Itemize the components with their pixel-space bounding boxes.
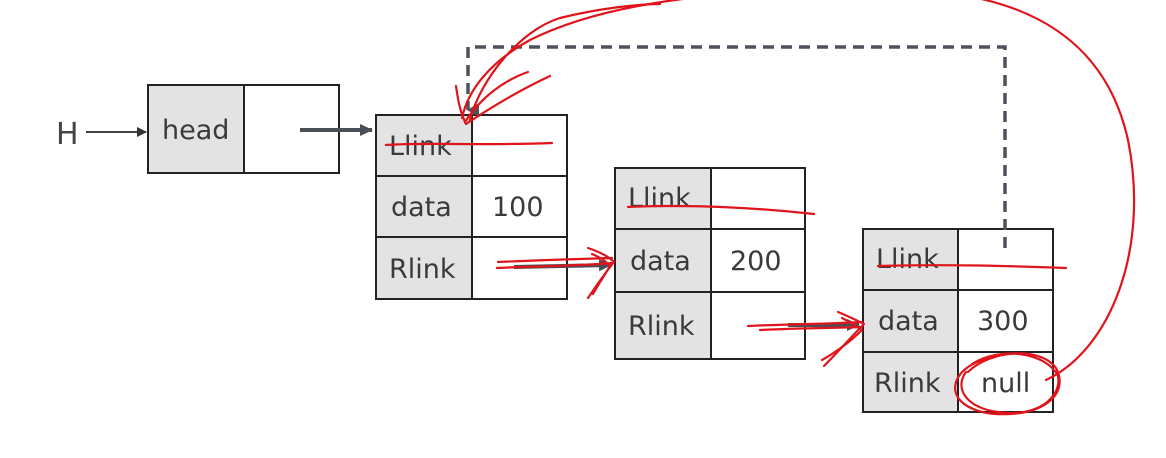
ink-loop-head-2 [463, 70, 530, 124]
head-label: head [162, 115, 229, 146]
node-2-data-value: 200 [730, 246, 782, 277]
node-2: Llink data 200 Rlink [614, 167, 806, 360]
ink-arrow-2-shaft-2 [758, 325, 864, 332]
node-2-llink-label-cell [614, 167, 712, 230]
ink-loop-inner [468, 2, 662, 122]
dashed-back-pointer [466, 45, 1007, 248]
node-2-data-label-cell [614, 228, 712, 293]
node-1-llink-value-cell [471, 114, 568, 177]
node-1-llink-strike [384, 141, 554, 147]
node-3-data-value-cell [957, 289, 1054, 353]
node-1-rlink-label-cell [375, 236, 473, 300]
node-3-llink-label-cell [862, 228, 959, 291]
null-circle-2 [960, 352, 1060, 415]
handwritten-annotations [384, 0, 1136, 416]
node-2-data-label: data [630, 246, 691, 277]
head-node: head [147, 84, 340, 174]
node-3-rlink-value: null [981, 368, 1030, 399]
node-3-rlink-label: Rlink [874, 368, 941, 399]
node-2-llink-value-cell [710, 167, 806, 230]
ink-arrow-2-head-2 [820, 316, 864, 362]
node-1-llink-label: Llink [389, 131, 452, 162]
node-3-data-value: 300 [977, 306, 1029, 337]
ink-loop-head [454, 74, 552, 126]
node-3-data-label-cell [862, 289, 959, 353]
node-1-llink-label-cell [375, 114, 473, 177]
node-1-data-label-cell [375, 175, 473, 238]
node-3: Llink data 300 Rlink null [862, 228, 1054, 413]
node-3-llink-label: Llink [876, 244, 939, 275]
ink-arrow-1-shaft [495, 261, 614, 270]
node-2-data-value-cell [710, 228, 806, 293]
ink-loop-outer [460, 0, 1136, 382]
ink-arrow-1-head [586, 246, 616, 300]
node-2-rlink-label: Rlink [628, 311, 695, 342]
node-2-llink-label: Llink [628, 183, 691, 214]
node-1-data-value-cell [471, 175, 568, 238]
ink-arrow-1-head-2 [590, 252, 612, 296]
node-2-llink-strike [626, 204, 816, 216]
ink-arrow-2-head [822, 310, 866, 368]
node-1-data-value: 100 [492, 192, 544, 223]
node-1-rlink-label: Rlink [389, 254, 456, 285]
node-3-rlink-label-cell [862, 351, 959, 413]
node-1-data-label: data [391, 192, 452, 223]
node-3-llink-strike [876, 264, 1068, 270]
node-3-data-label: data [878, 306, 939, 337]
start-label: H [56, 117, 79, 152]
